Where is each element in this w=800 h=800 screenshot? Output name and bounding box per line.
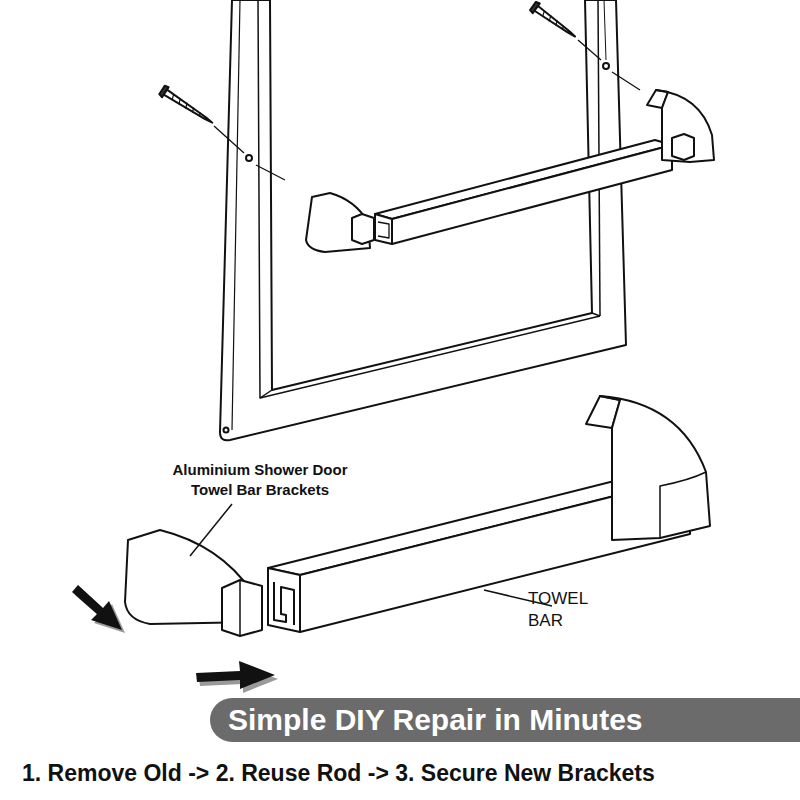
part-label: TOWEL BAR <box>528 588 603 632</box>
bracket-large <box>125 530 262 636</box>
caption-text: 1. Remove Old -> 2. Reuse Rod -> 3. Secu… <box>22 760 800 787</box>
towel-bar-small <box>375 140 672 244</box>
screw-hole <box>246 155 252 161</box>
leader-lines <box>214 40 640 180</box>
screw-hole <box>603 63 609 69</box>
bracket-large <box>586 396 710 540</box>
bracket-small <box>306 90 714 252</box>
banner-text: Simple DIY Repair in Minutes <box>228 703 643 737</box>
part-label: Aluminium Shower Door Towel Bar Brackets <box>160 460 360 499</box>
banner-box: Simple DIY Repair in Minutes <box>210 698 800 742</box>
direction-arrow <box>72 585 278 693</box>
screw-symbol <box>159 85 216 128</box>
leader-line <box>190 504 232 556</box>
screw-symbol <box>529 1 578 41</box>
